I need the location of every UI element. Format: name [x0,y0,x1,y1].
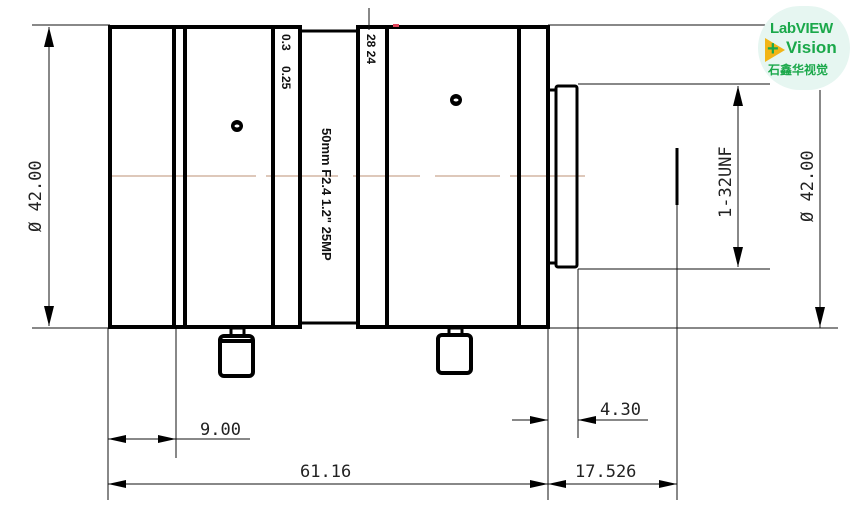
thread-length-label: 4.30 [600,400,641,420]
locking-knob-left [218,326,255,378]
extension-lines [32,24,838,500]
lens-body [108,8,679,378]
dimension-front-ring: 9.00 [108,420,250,443]
logo-line2: Vision [786,38,837,57]
focus-scale-a: 0.3 [279,34,293,51]
lens-spec-text: 50mm F2.4 1.2" 25MP [319,128,334,261]
logo-plus-icon: + [767,38,779,60]
logo-triangle-icon [765,38,785,62]
front-ring-label: 9.00 [200,420,241,440]
body-length-label: 61.16 [300,462,351,482]
labview-vision-logo: LabVIEW + Vision 石鑫华视觉 [758,6,850,90]
index-marker [393,24,399,27]
dimension-left-diameter: Ø 42.00 [26,27,54,326]
dimension-thread: 1-32UNF [716,86,743,267]
logo-line1: LabVIEW [770,20,833,37]
dimension-flange: 17.526 [548,462,677,488]
right-diameter-label: Ø 42.00 [798,150,818,222]
locking-knob-right [436,326,473,375]
dimension-thread-length: 4.30 [512,400,648,424]
aperture-scale: 28 24 [364,34,378,64]
focus-scale-b: 0.25 [279,66,293,90]
left-diameter-label: Ø 42.00 [26,160,46,232]
thread-label: 1-32UNF [716,146,736,218]
flange-label: 17.526 [575,462,636,482]
lens-markings: 0.3 0.25 28 24 50mm F2.4 1.2" 25MP [279,34,378,261]
dimension-right-diameter: Ø 42.00 [798,150,825,327]
logo-line3: 石鑫华视觉 [768,63,829,77]
dimension-body-length: 61.16 [108,462,548,488]
